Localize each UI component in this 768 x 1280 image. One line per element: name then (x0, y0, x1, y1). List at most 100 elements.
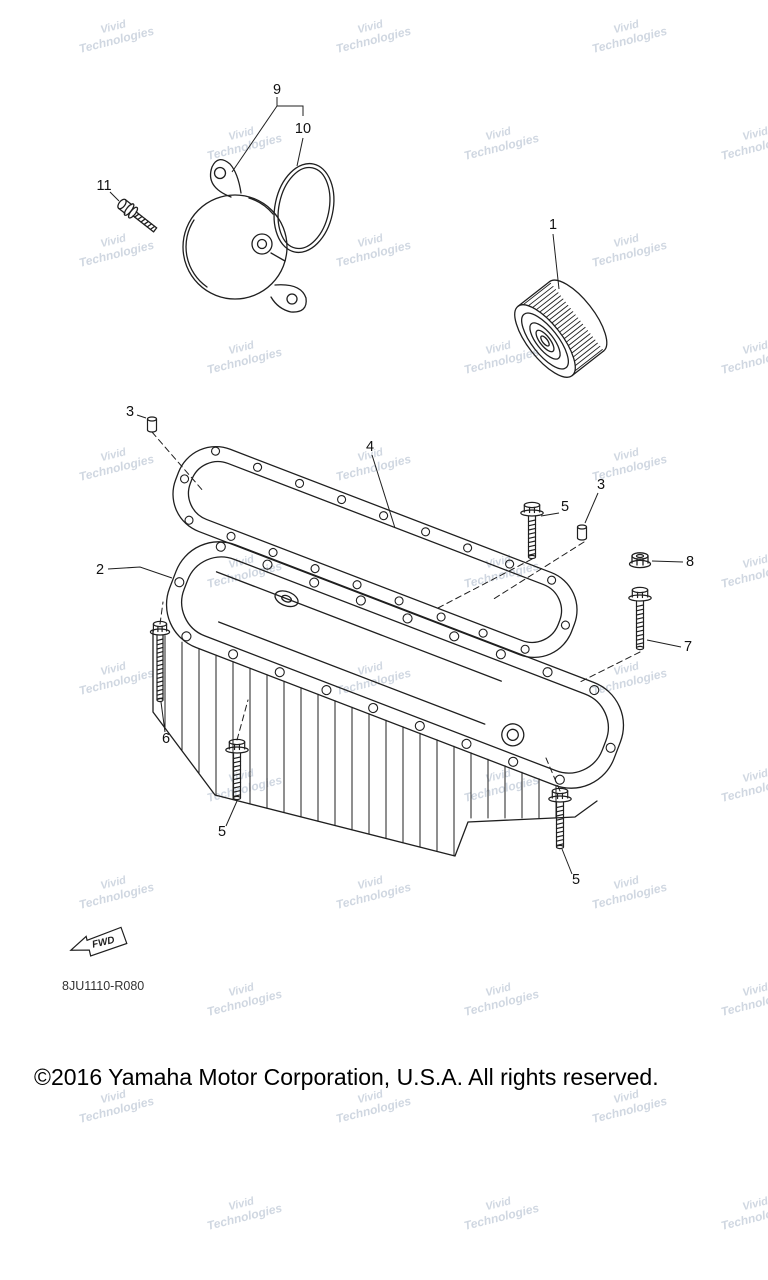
flute-line (523, 282, 552, 305)
pan-rim-inner (181, 556, 609, 774)
thread-line (555, 805, 565, 809)
bolt-hole (505, 559, 515, 569)
flute-line (559, 317, 579, 333)
callout-11: 11 (96, 178, 111, 194)
bolt-hole (589, 685, 600, 696)
bolt-hole (321, 685, 332, 696)
callout-3: 3 (126, 404, 134, 420)
callout-8: 8 (686, 554, 694, 570)
flute-line (573, 339, 596, 358)
thread-line (635, 625, 645, 629)
oil-pan (152, 541, 625, 857)
fwd-mark: FWD (69, 926, 128, 957)
thread-line (156, 676, 164, 680)
pan-rim-holes (174, 541, 616, 785)
thread-line (635, 621, 645, 625)
thread-line (232, 760, 242, 764)
flute-line (575, 345, 601, 366)
tab-hole (286, 293, 298, 305)
flute-line (564, 323, 584, 339)
thread-line (555, 830, 565, 834)
bolt-hole (355, 595, 366, 606)
leader-line (109, 191, 120, 202)
bolt-hole (414, 720, 425, 731)
flute-line (536, 292, 559, 310)
thread-line (232, 777, 242, 781)
bolt-hole (179, 474, 190, 484)
leader-line (276, 97, 304, 116)
bolt-hole (309, 577, 320, 588)
gasket-holes (179, 446, 571, 654)
bolt-flange (520, 509, 544, 517)
gasket-inner (187, 460, 563, 644)
bolt-hole (508, 756, 519, 767)
flute-line (549, 304, 569, 321)
dome-highlight (248, 197, 274, 215)
o-ring-outer (273, 162, 335, 254)
flute-line (528, 285, 554, 306)
oil-pump-cover (182, 159, 307, 313)
flute-line (566, 326, 586, 343)
thread-line (232, 781, 242, 785)
thread-line (232, 789, 242, 793)
thread-line (527, 531, 537, 535)
thread-line (232, 785, 242, 789)
part-code: 8JU1110-R080 (62, 979, 144, 993)
bolt-hole (215, 541, 226, 552)
flute-line (557, 314, 576, 330)
washer (127, 206, 139, 219)
leader-line (646, 639, 682, 648)
thread-line (156, 697, 164, 701)
pan-interior-lines (215, 571, 502, 725)
thread-line (156, 642, 164, 646)
bolt-hole (274, 667, 285, 678)
callout-5: 5 (572, 872, 580, 888)
thread-line (232, 773, 242, 777)
bracket-tab-top (209, 159, 242, 198)
leader-line (225, 800, 238, 827)
drain-plug (501, 723, 525, 747)
bolt-threads (133, 213, 156, 231)
thread-line (232, 764, 242, 768)
bolt-hole (268, 547, 278, 558)
thread-line (527, 540, 537, 544)
bolt-hole (449, 631, 460, 642)
center-boss (251, 233, 273, 255)
pan-rim-outer (165, 541, 625, 789)
filter-body-edges (517, 281, 605, 377)
bolt-hole (368, 702, 379, 714)
bolt-hole (436, 612, 446, 622)
callout-1: 1 (549, 217, 557, 233)
thread-line (635, 604, 645, 608)
thread-line (156, 688, 164, 692)
leader-line (561, 848, 573, 875)
thread-line (232, 756, 242, 760)
o-ring (273, 162, 335, 254)
bolt-hole (542, 667, 553, 678)
thread-line (156, 638, 164, 642)
thread-line (635, 633, 645, 637)
thread-line (527, 548, 537, 552)
flute-line (542, 298, 564, 315)
bolt-hole (461, 738, 472, 749)
bolt-hole (184, 515, 194, 525)
thread-line (555, 822, 565, 826)
bolt-hole (210, 446, 221, 456)
bolt-hole (262, 559, 273, 570)
thread-line (555, 843, 565, 847)
thread-line (156, 655, 164, 659)
callout-7: 7 (684, 639, 692, 655)
thread-line (527, 519, 537, 523)
bolt-hole (520, 644, 530, 654)
callout-6: 6 (162, 731, 170, 747)
callout-5: 5 (561, 499, 569, 515)
thread-line (635, 637, 645, 641)
thread-line (527, 527, 537, 531)
bolt-hole (421, 527, 431, 537)
callout-4: 4 (366, 439, 374, 455)
leader-line (136, 414, 147, 419)
leader-line (296, 137, 304, 167)
bolt-hole (554, 774, 565, 785)
